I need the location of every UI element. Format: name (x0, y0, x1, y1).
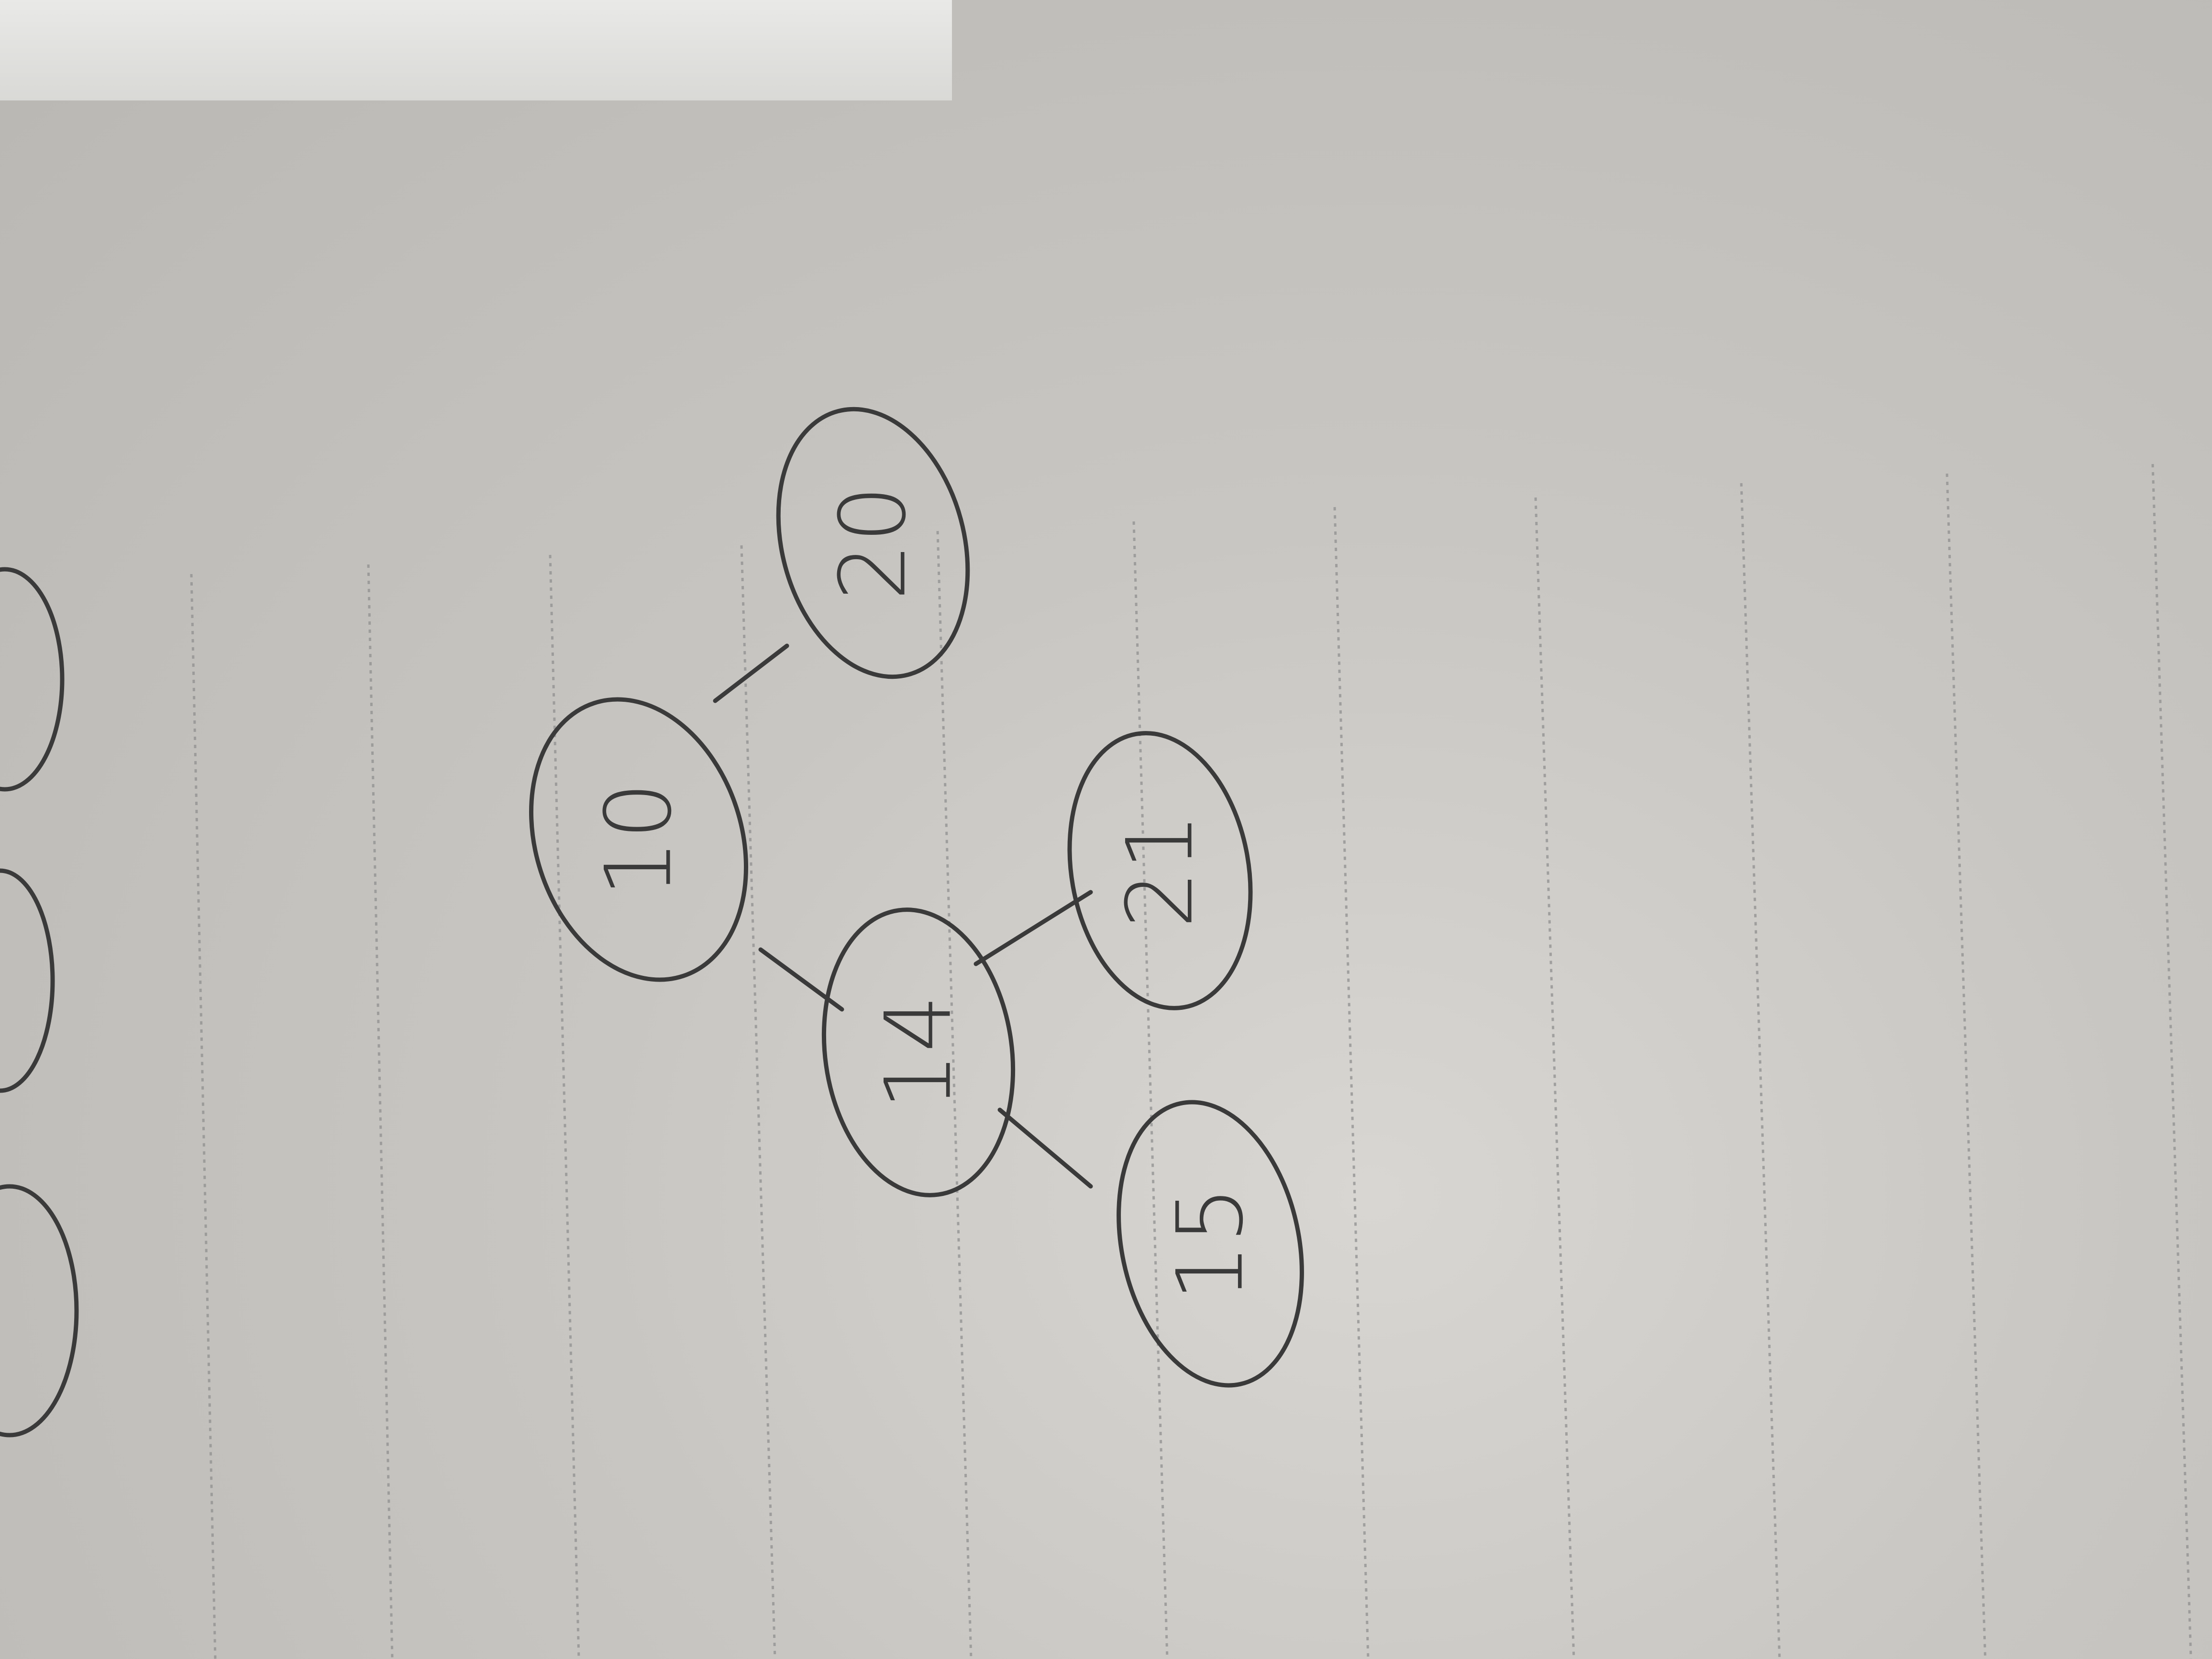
tree-node-14: 14 (821, 907, 1016, 1197)
rule-line (1333, 507, 1370, 1659)
rule-line (1132, 521, 1169, 1659)
node-outline (821, 907, 1016, 1197)
node-outline (776, 407, 970, 679)
rule-line (1740, 483, 1781, 1659)
edge-10-20 (713, 643, 789, 703)
edge-14-21 (973, 890, 1093, 966)
partial-node-outline (0, 567, 65, 792)
partial-node-outline (0, 868, 55, 1093)
rule-line (936, 531, 973, 1659)
node-label: 14 (866, 995, 972, 1110)
loose-paper-sheet (0, 0, 952, 100)
node-label: 10 (586, 782, 692, 897)
tree-node-10: 10 (529, 697, 749, 982)
node-label: 15 (1158, 1186, 1263, 1302)
partial-node-outline (0, 1184, 79, 1438)
rule-line (549, 554, 580, 1659)
rule-line (1534, 497, 1575, 1659)
edge-14-15 (997, 1107, 1093, 1189)
tree-node-15: 15 (1117, 1100, 1304, 1388)
rule-line (2151, 464, 2192, 1659)
tree-node-20: 20 (776, 407, 970, 679)
ruled-lines (190, 464, 2192, 1659)
node-outline (1117, 1100, 1304, 1388)
rule-line (1946, 473, 1987, 1659)
tree-node-21: 21 (1067, 731, 1253, 1010)
rule-line (367, 564, 394, 1659)
node-label: 21 (1107, 813, 1213, 929)
rule-line (190, 574, 217, 1659)
node-label: 20 (820, 485, 926, 601)
rule-line (740, 545, 776, 1659)
partial-circles-left-edge (0, 567, 79, 1438)
node-outline (529, 697, 749, 982)
node-outline (1067, 731, 1253, 1010)
